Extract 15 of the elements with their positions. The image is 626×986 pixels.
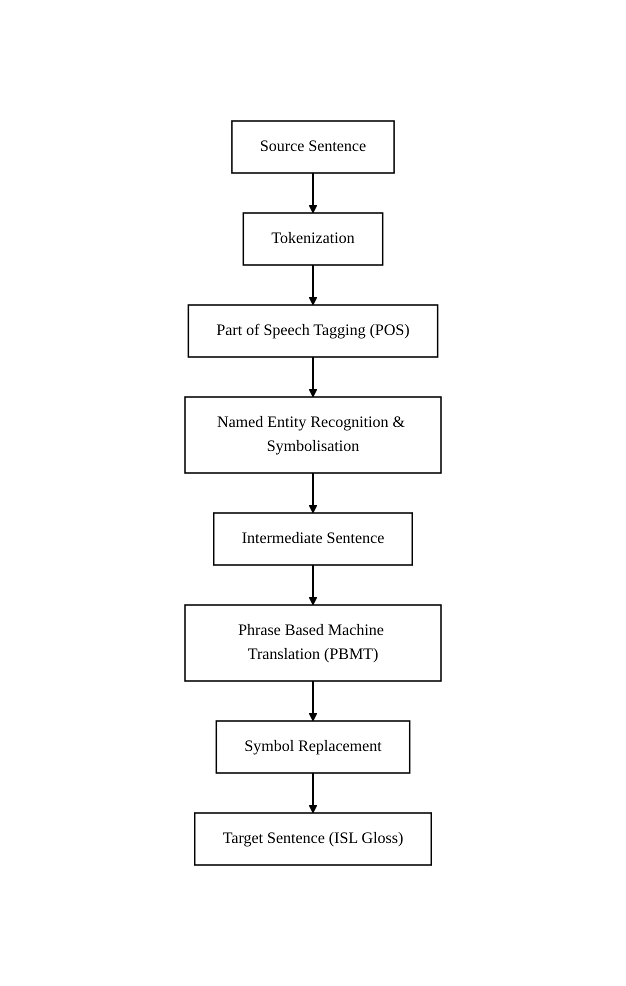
arrow xyxy=(308,357,318,398)
arrow xyxy=(308,565,318,606)
arrow xyxy=(308,173,318,214)
node-box: Phrase Based Machine Translation (PBMT) xyxy=(184,604,442,682)
node-box: Part of Speech Tagging (POS) xyxy=(188,304,438,358)
node-box: Tokenization xyxy=(242,212,384,266)
node-box: Source Sentence xyxy=(231,120,395,174)
arrow xyxy=(308,681,318,722)
node-box: Symbol Replacement xyxy=(216,720,410,774)
arrow xyxy=(308,265,318,306)
node-box: Target Sentence (ISL Gloss) xyxy=(194,812,432,866)
arrow xyxy=(308,773,318,814)
node-box: Named Entity Recognition & Symbolisation xyxy=(184,396,442,474)
node-box: Intermediate Sentence xyxy=(212,512,414,566)
arrow xyxy=(308,473,318,514)
